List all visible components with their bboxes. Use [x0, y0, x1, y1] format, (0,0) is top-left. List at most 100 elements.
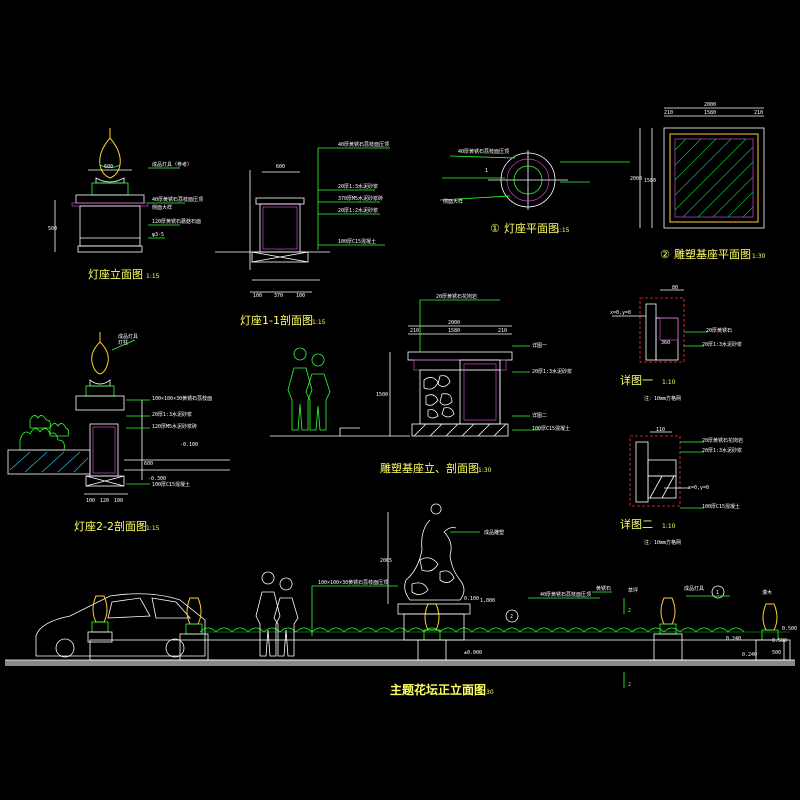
title-sculpture-base-plan: 雕塑基座平面图 — [674, 247, 751, 261]
dim-2-2-100b: 100 — [114, 498, 123, 504]
level-main-0500: 0.500 — [772, 638, 787, 644]
dim-2-2-100a: 100 — [86, 498, 95, 504]
scale-sculpture-base-elevation: 1:30 — [478, 467, 492, 474]
dim-600: 600 — [104, 164, 113, 170]
scale-lamp-section-2-2: 1:15 — [146, 525, 160, 532]
dim-plan2-210a: 210 — [664, 110, 673, 116]
main-lamp-4 — [653, 597, 683, 661]
title-lamp-plan: 灯座平面图 — [504, 221, 559, 235]
scale-lamp-section-1-1: 1:15 — [312, 319, 326, 326]
note-base-granite: 20厚黄锈石花岗岩 — [436, 293, 477, 300]
scale-lamp-elevation: 1:15 — [146, 273, 160, 280]
dim-detail2-110: 110 — [656, 427, 665, 433]
sec-marker-top: 2 — [628, 608, 631, 614]
dim-plan2-1580: 1580 — [704, 110, 716, 116]
note-2-2-brick: 120厚M5水泥砂浆砖 — [152, 423, 197, 430]
note-phi: φ3-5 — [152, 232, 164, 238]
note-detail2-granite: 20厚黄锈石花岗岩 — [702, 437, 743, 444]
scale-lamp-plan: 1:15 — [556, 227, 570, 234]
note-lamp-fixture: 成品灯具（参考） — [152, 161, 192, 168]
scale-main-elevation: 30 — [486, 689, 494, 696]
shrub-graphic — [19, 415, 70, 451]
sculpture-base-plan: 2000 210 1580 210 2000 1580 ② 雕塑基座平面图 1:… — [630, 102, 766, 261]
note-base-mortar: 20厚1:3水泥砂浆 — [532, 368, 572, 375]
title-sculpture-base-elevation: 雕塑基座立、剖面图 — [380, 461, 479, 475]
plan-num-1: ① — [490, 222, 500, 235]
note-main-sculpture: 成品雕塑 — [484, 529, 504, 536]
lamp-section-1-1: 600 100 370 100 40厚黄锈石荔枝面压顶 20厚1:3水泥砂浆 3… — [215, 141, 390, 327]
note-2-2-pole: 灯柱 — [118, 339, 128, 346]
dim-1-1-600: 600 — [276, 164, 285, 170]
lamp-plan-view: 40厚黄锈石荔枝面压顶 侧面大样 1 ① 灯座平面图 1:15 — [439, 148, 630, 235]
note-detail1-stone: 20厚黄锈石 — [706, 327, 732, 334]
note-coping: 40厚黄锈石荔枝面压顶 — [152, 196, 203, 203]
note-base-detail2: 详图二 — [532, 412, 547, 419]
main-flowerbed-elevation: 2065 100×100×30黄锈石荔枝面压顶 成品雕塑 1,000 0.100… — [5, 442, 797, 697]
xy-detail1: x=0,y=0 — [610, 310, 631, 316]
detail1-note: 注：10mm方格网 — [644, 395, 681, 402]
note-plan-side: 侧面大样 — [443, 198, 463, 205]
plan-cut-1: 1 — [485, 168, 488, 174]
title-lamp-section-2-2: 灯座2-2剖面图 — [74, 519, 147, 533]
main-lamp-1 — [87, 595, 113, 643]
dim-1-1-100b: 100 — [296, 293, 305, 299]
dim-1-1-370: 370 — [274, 293, 283, 299]
lamp-elevation-view: 600 500 成品灯具（参考） 40厚黄锈石荔枝面压顶 侧面大样 120厚黄锈… — [48, 128, 203, 281]
dim-main-0240: 0.240 — [726, 636, 741, 642]
dim-base-210b: 210 — [498, 328, 507, 334]
dim-detail1-360: 360 — [661, 340, 670, 346]
scale-detail-1: 1:10 — [662, 379, 676, 386]
note-2-2-paver: 100×100×30黄锈石荔枝面 — [152, 395, 212, 402]
main-lamp-2 — [179, 597, 209, 661]
title-lamp-section-1-1: 灯座1-1剖面图 — [240, 313, 313, 327]
note-main-coping: 40厚黄锈石荔枝面压顶 — [540, 591, 591, 598]
dim-plan2-left: 2000 — [630, 176, 642, 182]
note-1-1-concrete: 100厚C15混凝土 — [338, 238, 376, 245]
dim-main-0500: 0.500 — [782, 626, 797, 632]
title-lamp-elevation: 灯座立面图 — [88, 267, 143, 281]
note-main-fixture: 成品灯具 — [684, 585, 704, 592]
dim-base-210a: 210 — [410, 328, 419, 334]
note-base-detail1: 详图一 — [532, 342, 547, 349]
xy-detail2: x=0,y=0 — [688, 485, 709, 491]
note-detail1-mortar: 20厚1:3水泥砂浆 — [702, 341, 742, 348]
main-circle-2: 2 — [510, 614, 513, 620]
note-side-detail: 侧面大样 — [152, 204, 172, 211]
note-1-1-mortar: 20厚1:3水泥砂浆 — [338, 183, 378, 190]
title-detail-1: 详图一 — [620, 373, 653, 387]
people-silhouette — [287, 347, 331, 431]
main-people-silhouette — [255, 571, 299, 657]
dim-500: 500 — [48, 226, 57, 232]
detail-2: 110 20厚黄锈石花岗岩 20厚1:3水泥砂浆 x=0,y=0 100厚C15… — [620, 427, 743, 546]
dim-2-2-600: 600 — [144, 461, 153, 467]
dim-plan2-210b: 210 — [754, 110, 763, 116]
note-detail2-mortar: 20厚1:3水泥砂浆 — [702, 447, 742, 454]
main-lamp-5 — [755, 603, 785, 661]
note-1-1-coping: 40厚黄锈石荔枝面压顶 — [338, 141, 389, 148]
note-plan-coping: 40厚黄锈石荔枝面压顶 — [458, 148, 509, 155]
note-main-shrub: 灌木 — [762, 589, 772, 596]
note-main-lawn: 草坪 — [628, 587, 638, 594]
level-main-0240: 0.240 — [742, 652, 757, 658]
sculpture-base-elevation: 2000 210 1580 210 1500 20厚黄锈石花岗岩 详图一 20厚… — [270, 293, 572, 475]
dim-base-2000: 2000 — [448, 320, 460, 326]
detail-1: 80 360 x=0,y=0 20厚黄锈石 20厚1:3水泥砂浆 详图一 1:1… — [610, 285, 742, 402]
level-main-0100: -0.100 — [180, 442, 198, 448]
scale-detail-2: 1:10 — [662, 523, 676, 530]
sculpture-graphic — [404, 503, 465, 601]
note-base-concrete: 100厚C15混凝土 — [532, 425, 570, 432]
note-mushroom-stone: 120厚黄锈石蘑菇石面 — [152, 218, 201, 225]
sec-marker-bottom: 2 — [628, 682, 631, 688]
dim-plan2-mid: 1580 — [644, 178, 656, 184]
title-main-elevation: 主题花坛正立面图 — [390, 682, 486, 697]
plan-num-2: ② — [660, 248, 670, 261]
note-1-1-brick: 370厚M5水泥砂浆砖 — [338, 195, 383, 202]
dim-main-0100: 0.100 — [464, 596, 479, 602]
dim-detail1-80: 80 — [672, 285, 678, 291]
note-detail2-concrete: 100厚C15混凝土 — [702, 503, 740, 510]
dim-main-1000: 1,000 — [480, 598, 495, 604]
scale-sculpture-base-plan: 1:30 — [752, 253, 766, 260]
car-graphic — [35, 593, 206, 658]
main-circle-1: 1 — [716, 590, 719, 596]
